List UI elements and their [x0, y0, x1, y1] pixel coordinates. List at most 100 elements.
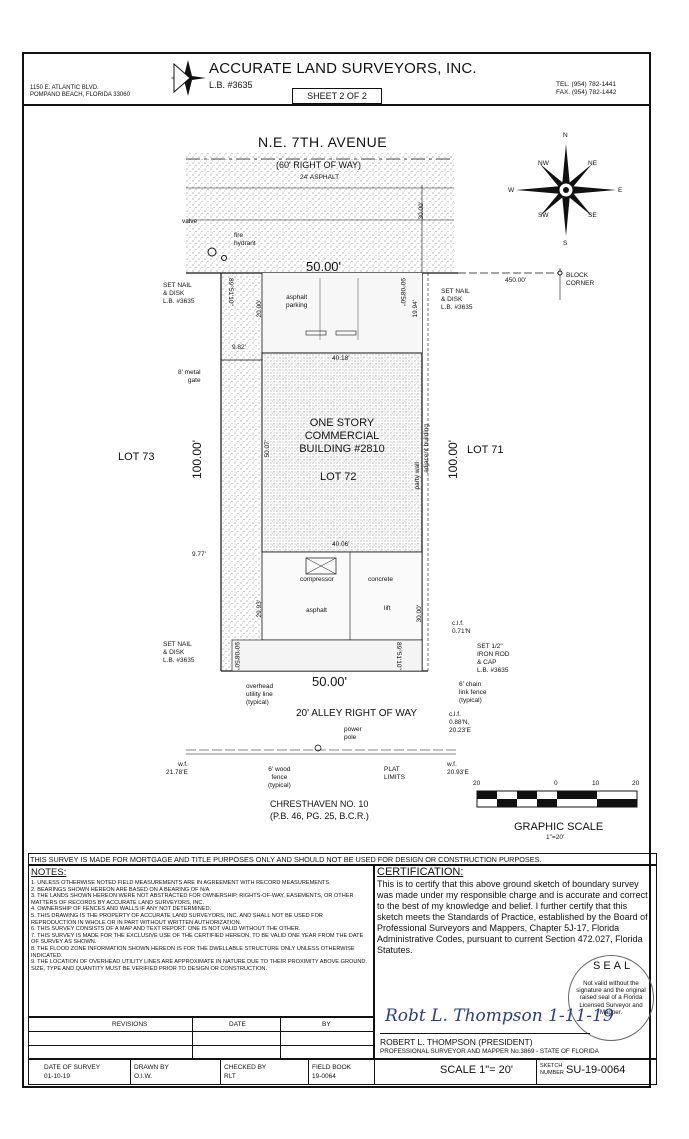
- street-asphalt-width: 24' ASPHALT: [300, 174, 340, 181]
- info-divider-5: [536, 1059, 537, 1085]
- set-nail-left-label: SET NAIL & DISK L.B. #3635: [163, 282, 195, 305]
- metal-gate-label: 8' metal gate: [178, 369, 201, 384]
- scale-tick-1: 20: [473, 780, 481, 787]
- subdivision-name: CHRESTHAVEN NO. 10: [270, 799, 369, 809]
- notes-box: [28, 865, 374, 1017]
- chain-fence-offset-2: c.l.f. 0.88'N, 20.23'E: [449, 711, 471, 734]
- angle-bottom-right: 89°51'10": [395, 642, 402, 670]
- company-name: ACCURATE LAND SURVEYORS, INC.: [209, 60, 477, 77]
- certification-box: [374, 865, 657, 1059]
- power-pole-label: power pole: [344, 726, 362, 741]
- compass-east: E: [618, 187, 623, 194]
- company-logo: [168, 58, 208, 98]
- set-nail-bottom-label: SET NAIL & DISK L.B. #3635: [163, 641, 195, 664]
- alley-half-width: 30.00': [416, 605, 423, 623]
- rear-dimension: 50.00': [312, 674, 348, 689]
- parking-depth-dimension: 20.00': [256, 300, 263, 318]
- graphic-scale-label: GRAPHIC SCALE: [514, 821, 604, 833]
- revisions-table: [28, 1017, 374, 1059]
- compass-southeast: SE: [588, 212, 597, 219]
- party-wall-label: party wall: [414, 462, 421, 490]
- wood-fence-offset-right: w.f. 20.93'E: [447, 761, 469, 776]
- scale-tick-3: 10: [592, 780, 600, 787]
- info-divider-4: [374, 1059, 375, 1085]
- scale-tick-2: 0: [554, 780, 558, 787]
- info-divider-3: [308, 1059, 309, 1085]
- revisions-col-divider-1: [192, 1017, 193, 1059]
- side-setback-front: 9.82': [232, 344, 246, 351]
- note-1: 1. UNLESS OTHERWISE NOTED FIELD MEASUREM…: [31, 880, 331, 886]
- seal-word: SEAL: [593, 960, 634, 972]
- checked-by-label: CHECKED BY: [224, 1064, 267, 1071]
- survey-info-row: [28, 1059, 657, 1085]
- date-of-survey-value: 01-10-19: [44, 1073, 71, 1080]
- lot-71-label: LOT 71: [467, 444, 504, 456]
- sheet-number: SHEET 2 OF 2: [292, 88, 382, 104]
- revisions-col-divider-2: [280, 1017, 281, 1059]
- info-divider-1: [130, 1059, 131, 1085]
- surveyor-name: ROBERT L. THOMPSON (PRESIDENT): [380, 1037, 533, 1047]
- compass-south: S: [563, 240, 568, 247]
- asphalt-parking-label: asphalt parking: [286, 294, 308, 309]
- overhead-utility-label: overhead utility line (typical): [246, 683, 274, 706]
- compass-northwest: NW: [538, 160, 549, 167]
- building-rear-width: 40.06': [332, 541, 350, 548]
- field-book-label: FIELD BOOK: [312, 1064, 352, 1071]
- chain-fence-offset-1: c.l.f. 0.71'N: [452, 620, 471, 635]
- fire-hydrant-label: fire hydrant: [234, 232, 256, 247]
- wood-fence-label: 6' wood fence (typical): [268, 766, 291, 789]
- note-6: 6. THIS SURVEY CONSISTS OF A MAP AND TEX…: [31, 926, 301, 933]
- graphic-scale-ratio: 1"=20': [546, 834, 565, 841]
- compass-north: N: [563, 132, 568, 139]
- company-telephone: TEL. (954) 782-1441: [556, 81, 616, 88]
- drawn-by-label: DRAWN BY: [134, 1064, 169, 1071]
- lot-73-label: LOT 73: [118, 451, 155, 463]
- signature-line: [380, 1033, 590, 1034]
- note-9: 9. THE LOCATION OF OVERHEAD UTILITY LINE…: [31, 959, 368, 972]
- notes-title: NOTES:: [31, 867, 67, 878]
- street-half-width-dimension: 30.00': [418, 202, 425, 220]
- survey-purpose-statement: THIS SURVEY IS MADE FOR MORTGAGE AND TIT…: [30, 855, 542, 864]
- sketch-number-label: SKETCH NUMBER: [540, 1063, 564, 1076]
- revisions-row-divider: [28, 1045, 374, 1046]
- checked-by-value: RLT: [224, 1073, 236, 1080]
- certification-title: CERTIFICATION:: [377, 866, 464, 878]
- company-fax: FAX. (954) 782-1442: [556, 89, 617, 96]
- front-dimension: 50.00': [306, 259, 342, 274]
- note-4: 4. OWNERSHIP OF FENCES AND WALLS IF ANY …: [31, 906, 212, 913]
- revisions-header: REVISIONS: [112, 1021, 148, 1028]
- certification-text: This is to certify that this above groun…: [377, 879, 648, 955]
- right-depth-dimension: 19.94': [412, 300, 419, 318]
- set-nail-right-label: SET NAIL & DISK L.B. #3635: [441, 288, 473, 311]
- wood-fence-offset-left: w.f. 21.78'E: [166, 761, 188, 776]
- surveyor-seal: SEAL Not valid without the signature and…: [568, 955, 654, 1041]
- compass-northeast: NE: [588, 160, 598, 167]
- building-depth-dimension: 50.07': [264, 440, 271, 458]
- iron-rod-label: SET 1/2" IRON ROD & CAP L.B. #3635: [477, 643, 510, 674]
- building-front-width: 40.18': [332, 355, 350, 362]
- revisions-by-header: BY: [322, 1021, 331, 1028]
- distance-to-block-corner: 450.00': [505, 277, 527, 284]
- plat-limits-label: PLAT LIMITS: [384, 766, 405, 781]
- side-setback-rear: 9.77': [192, 551, 206, 558]
- company-address-line2: POMPANO BEACH, FLORIDA 33060: [30, 92, 130, 98]
- compass-southwest: SW: [538, 212, 549, 219]
- note-5: 5. THIS DRAWING IS THE PROPERTY OF ACCUR…: [31, 912, 323, 926]
- revisions-header-divider: [28, 1031, 374, 1032]
- date-of-survey-label: DATE OF SURVEY: [44, 1064, 101, 1071]
- survey-sheet-border: [22, 52, 651, 1088]
- building-description: ONE STORY COMMERCIAL BUILDING #2810: [299, 417, 385, 455]
- purpose-bar: [28, 853, 657, 865]
- site-plan-drawing: [186, 144, 638, 808]
- notes-list: 1. UNLESS OTHERWISE NOTED FIELD MEASUREM…: [31, 880, 369, 972]
- adjacent-building-label: adjacent building: [423, 424, 430, 473]
- field-book-value: 19-0064: [312, 1073, 336, 1080]
- plat-book-reference: (P.B. 46, PG. 25, B.C.R.): [270, 811, 369, 821]
- company-lb-number: L.B. #3635: [209, 80, 253, 90]
- right-lot-depth: 100.00': [446, 440, 460, 479]
- concrete-label: concrete: [368, 576, 393, 583]
- compass-west: W: [508, 187, 515, 194]
- compressor-label: compressor: [300, 576, 334, 583]
- angle-top-left: 89°51'10": [227, 278, 234, 306]
- chain-link-fence-label: 6' chain link fence (typical): [459, 681, 487, 704]
